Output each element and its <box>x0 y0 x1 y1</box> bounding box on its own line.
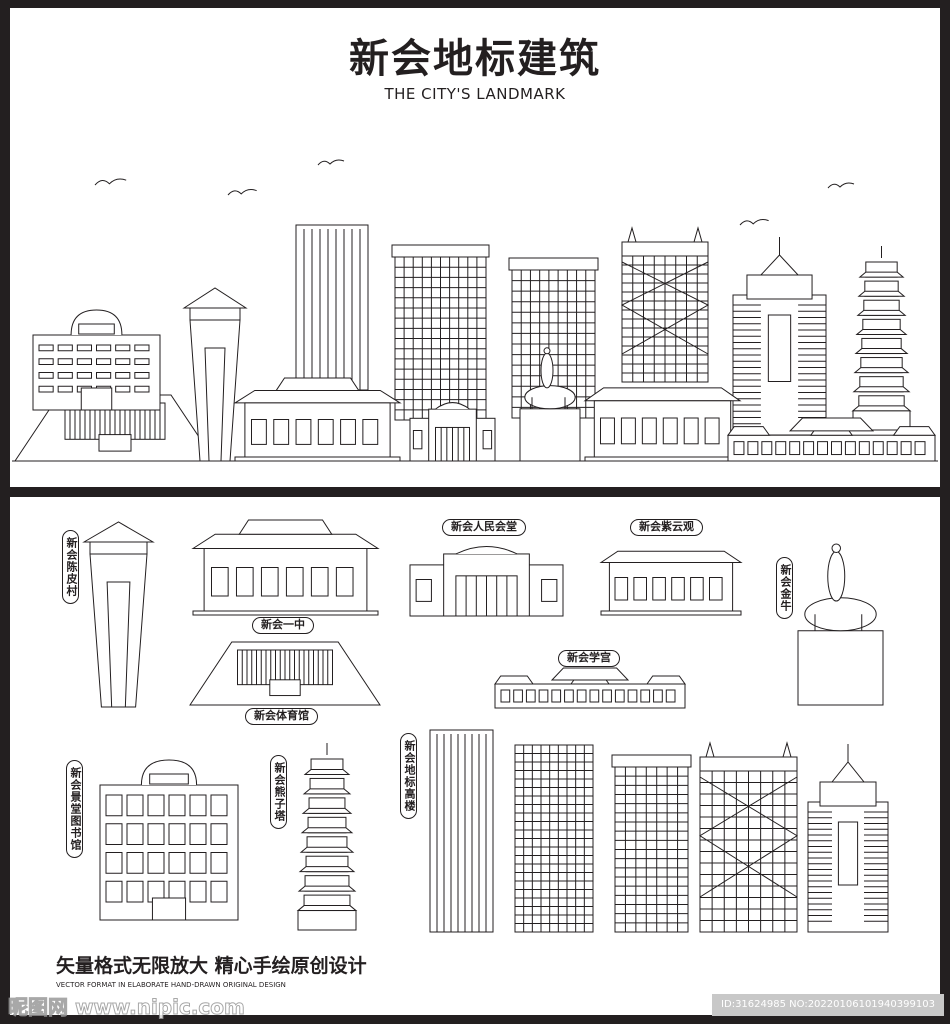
watermark-id: ID:31624985 NO:20220106101940399103 <box>712 994 944 1016</box>
ziyun-temple-top <box>583 387 742 462</box>
landmark-tower-3 <box>611 754 692 933</box>
academy <box>494 667 686 709</box>
landmark-tower-2 <box>514 744 594 933</box>
label-jingtang-library: 新会景堂图书馆 <box>66 760 83 858</box>
tall-tower <box>295 224 369 391</box>
grid-tower-1 <box>391 244 490 421</box>
xiongzi-pagoda <box>296 743 358 931</box>
golden-ox-top <box>519 347 581 462</box>
pagoda-top <box>851 246 912 431</box>
label-ziyun-temple: 新会紫云观 <box>630 519 703 536</box>
diagonal-tower <box>620 226 710 383</box>
seagull-icon <box>827 182 855 189</box>
footer-slogan: 矢量格式无限放大 精心手绘原创设计 <box>56 955 367 977</box>
peoples-hall-top <box>409 402 496 462</box>
label-landmark-towers: 新会地标高楼 <box>400 733 417 819</box>
golden-ox <box>797 543 884 706</box>
label-gymnasium: 新会体育馆 <box>245 708 318 725</box>
page-subtitle: THE CITY'S LANDMARK <box>384 85 566 103</box>
peoples-hall <box>409 546 564 617</box>
label-chenpi-village: 新会陈皮村 <box>62 530 79 604</box>
label-academy: 新会学宫 <box>558 650 620 667</box>
ziyun-temple <box>599 550 743 616</box>
landmark-tower-4 <box>699 741 798 933</box>
seagull-icon <box>317 159 345 166</box>
gymnasium <box>189 641 381 706</box>
landmark-tower-1 <box>429 729 494 933</box>
seagull-icon <box>94 178 127 186</box>
landmark-tower-5 <box>807 744 889 933</box>
library-top <box>32 309 161 411</box>
seagull-icon <box>227 189 257 196</box>
stepped-tower <box>732 237 827 436</box>
page-title: 新会地标建筑 <box>349 36 601 82</box>
watermark-site: 昵图网 www.nipic.com <box>8 995 246 1020</box>
label-golden-ox: 新会金牛 <box>776 557 793 619</box>
footer-slogan-en: VECTOR FORMAT IN ELABORATE HAND-DRAWN OR… <box>56 981 286 989</box>
label-peoples-hall: 新会人民会堂 <box>442 519 526 536</box>
seagull-icon <box>739 219 769 226</box>
no1-middle-school <box>191 519 380 616</box>
school-hall-top <box>233 377 402 462</box>
chenpi-tower <box>82 521 155 708</box>
jingtang-library <box>99 759 239 921</box>
academy-top <box>727 417 936 462</box>
label-no1-middle-school: 新会一中 <box>252 617 314 634</box>
label-xiongzi-pagoda: 新会熊子塔 <box>270 755 287 829</box>
